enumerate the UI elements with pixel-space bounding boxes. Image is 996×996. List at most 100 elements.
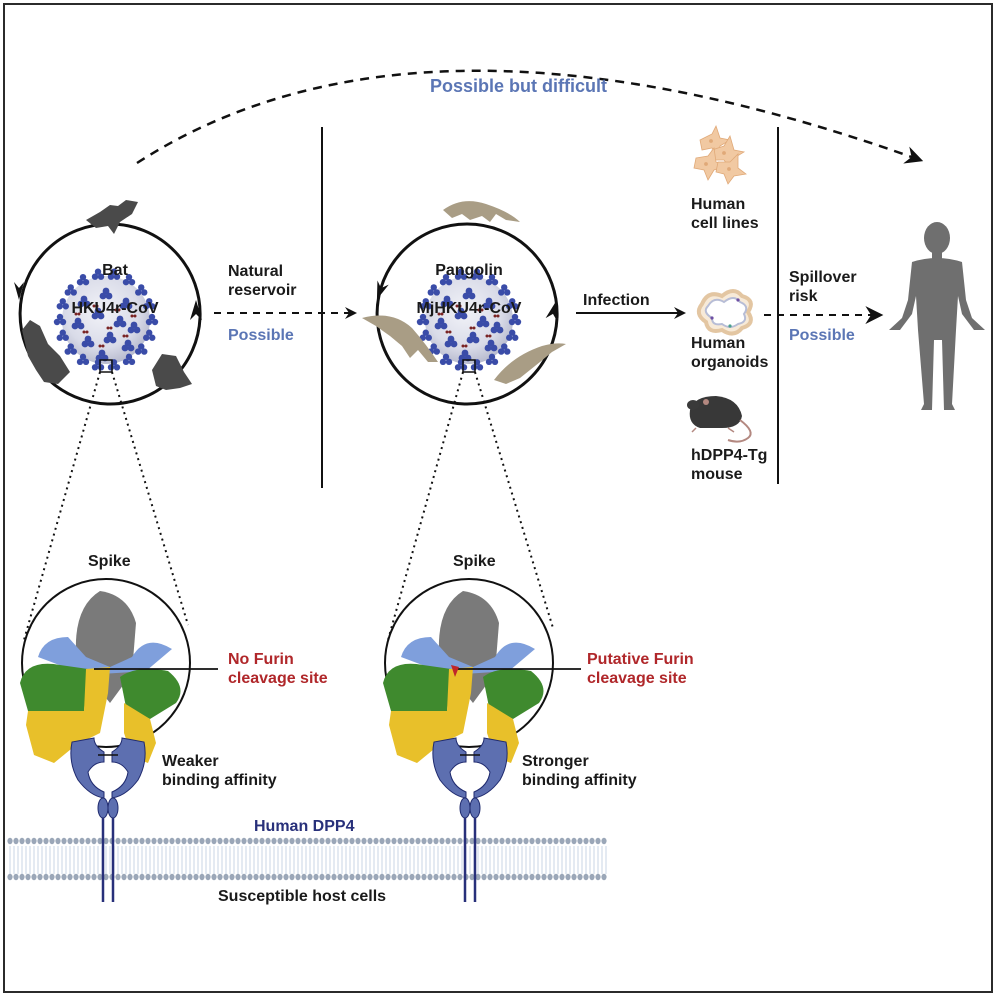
lipid-head xyxy=(247,873,253,881)
lipid-head xyxy=(169,837,175,845)
lipid-head xyxy=(493,873,499,881)
membrane-protein-dot xyxy=(125,334,129,338)
human-figure-icon xyxy=(889,222,985,410)
lipid-head xyxy=(439,837,445,845)
lipid-head xyxy=(289,837,295,845)
lipid-head xyxy=(211,837,217,845)
lipid-head xyxy=(31,837,37,845)
lipid-head xyxy=(445,837,451,845)
membrane-protein-dot xyxy=(85,330,89,334)
lipid-head xyxy=(307,837,313,845)
lipid-head xyxy=(439,873,445,881)
lipid-head xyxy=(481,837,487,845)
lipid-head xyxy=(253,837,259,845)
dpp4-stalk-right xyxy=(469,797,481,819)
lipid-head xyxy=(385,873,391,881)
lipid-head xyxy=(235,837,241,845)
lipid-head xyxy=(127,873,133,881)
spike-glyph xyxy=(64,284,77,296)
lipid-head xyxy=(169,873,175,881)
membrane-head-row-bottom xyxy=(7,873,607,881)
cycle-arrow-icon xyxy=(190,300,202,320)
zoom-box xyxy=(99,359,113,373)
lipid-head xyxy=(241,873,247,881)
spike-glyph xyxy=(143,329,156,341)
lipid-head xyxy=(367,873,373,881)
spike-rbd xyxy=(401,637,535,675)
arc-arrow-bat-to-human xyxy=(136,69,924,165)
lipid-head xyxy=(481,873,487,881)
lipid-head xyxy=(265,837,271,845)
lipid-head xyxy=(91,873,97,881)
spike-glyph xyxy=(56,329,69,341)
spike-glyph xyxy=(145,313,159,326)
membrane-protein-dot xyxy=(472,326,476,330)
spike-glyph xyxy=(439,273,453,286)
pangolin-virus-name: MjHKU4r-CoV xyxy=(416,300,522,317)
lipid-head xyxy=(61,837,67,845)
dpp4-lobe-left xyxy=(70,737,105,799)
lipid-head xyxy=(571,873,577,881)
lipid-head xyxy=(37,873,43,881)
lipid-head xyxy=(49,873,55,881)
lipid-head xyxy=(13,837,19,845)
lipid-head xyxy=(601,837,607,845)
lipid-head xyxy=(373,873,379,881)
lipid-head xyxy=(187,837,193,845)
lipid-head xyxy=(217,837,223,845)
lipid-head xyxy=(433,873,439,881)
spike-s2-left xyxy=(26,667,110,763)
lipid-head xyxy=(343,837,349,845)
lipid-head xyxy=(37,837,43,845)
binding-label-left: Weaker binding affinity xyxy=(162,753,277,789)
lipid-head xyxy=(199,873,205,881)
lipid-head xyxy=(67,837,73,845)
cycle-arrow-icon xyxy=(14,282,24,300)
spike-glyph xyxy=(434,317,448,330)
lipid-head xyxy=(151,873,157,881)
lipid-head xyxy=(301,873,307,881)
spike-glyph xyxy=(508,313,522,326)
lipid-head xyxy=(517,873,523,881)
spike-glyph xyxy=(466,331,480,344)
lipid-head xyxy=(427,837,433,845)
lipid-head xyxy=(331,837,337,845)
membrane-protein-dot xyxy=(493,314,497,318)
lipid-head xyxy=(349,837,355,845)
spike-glyph xyxy=(444,335,458,348)
spike-glyph xyxy=(122,273,136,286)
pangolin-cycle-ring-left xyxy=(375,222,559,406)
lipid-head xyxy=(535,873,541,881)
lipid-head xyxy=(595,837,601,845)
membrane-protein-dot xyxy=(106,326,110,330)
figure-frame xyxy=(3,3,993,993)
bat-host-name: Bat xyxy=(102,262,128,279)
lipid-head xyxy=(49,837,55,845)
lipid-head xyxy=(103,873,109,881)
lipid-head xyxy=(241,837,247,845)
spike-glyph xyxy=(71,317,85,330)
membrane-protein-dot xyxy=(77,312,81,316)
spike-s2-left xyxy=(389,667,473,763)
lipid-head xyxy=(31,873,37,881)
lipid-head xyxy=(475,873,481,881)
spike-glyph xyxy=(490,321,504,334)
lipid-head xyxy=(499,873,505,881)
lipid-head xyxy=(337,873,343,881)
lipid-head xyxy=(523,873,529,881)
lipid-head xyxy=(385,837,391,845)
bat-virus-icon xyxy=(53,268,159,371)
spike-protein-right xyxy=(383,578,581,763)
organoid-icon xyxy=(696,289,753,336)
spike-glyph xyxy=(416,313,430,326)
lipid-head xyxy=(469,873,475,881)
lipid-head xyxy=(595,873,601,881)
lipid-head xyxy=(505,873,511,881)
lipid-head xyxy=(313,873,319,881)
spike-glyph xyxy=(498,343,511,355)
possible-but-difficult-label: Possible but difficult xyxy=(430,76,608,96)
lipid-head xyxy=(547,837,553,845)
model-label-mouse: hDPP4-Tg mouse xyxy=(691,447,768,483)
lipid-head xyxy=(97,873,103,881)
bat-cycle-ring-right xyxy=(109,222,202,319)
